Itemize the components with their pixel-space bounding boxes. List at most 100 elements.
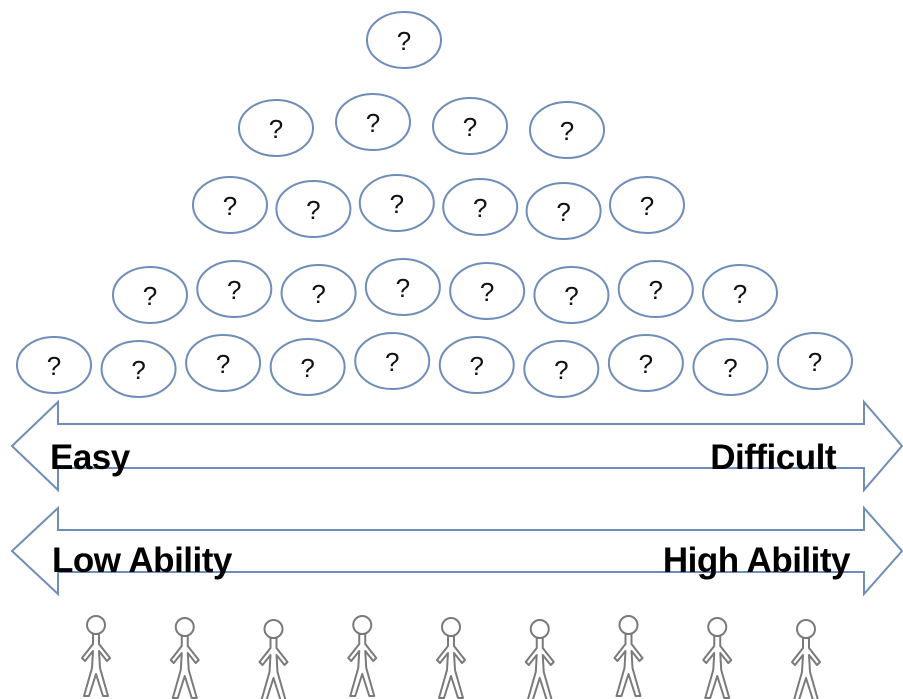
question-mark-text: ?: [723, 353, 737, 383]
question-item: ?: [607, 334, 684, 392]
person-head: [707, 617, 728, 637]
person-icon: [524, 619, 555, 699]
question-mark-text: ?: [396, 273, 410, 303]
question-item: ?: [112, 266, 188, 324]
question-item: ?: [692, 338, 769, 396]
question-item: ?: [335, 93, 411, 151]
person-body: [791, 637, 821, 699]
question-mark-text: ?: [470, 351, 484, 381]
question-item: ?: [432, 97, 508, 155]
question-item-bubble: [702, 264, 778, 322]
difficulty-left-label: Easy: [50, 438, 131, 477]
question-item-bubble: [358, 174, 435, 232]
question-item: ?: [523, 340, 600, 398]
question-mark-text: ?: [463, 112, 477, 142]
question-item: ?: [16, 336, 92, 394]
question-item: ?: [366, 11, 442, 69]
question-mark-text: ?: [311, 279, 325, 309]
ability-scale-arrow: Low Ability High Ability: [10, 505, 903, 597]
question-mark-text: ?: [473, 193, 487, 223]
question-mark-text: ?: [306, 195, 320, 225]
question-item: ?: [269, 338, 346, 396]
person-icon: [613, 615, 644, 697]
difficulty-double-arrow: [10, 399, 903, 493]
question-item-bubble: [523, 340, 600, 398]
question-mark-text: ?: [560, 116, 574, 146]
ability-right-label: High Ability: [663, 541, 851, 580]
question-item-bubble: [196, 260, 273, 318]
question-item: ?: [702, 264, 778, 322]
question-item-bubble: [777, 332, 853, 390]
person-icon: [347, 615, 378, 697]
question-item-bubble: [609, 176, 685, 234]
question-mark-text: ?: [480, 277, 494, 307]
question-item-bubble: [449, 262, 526, 320]
question-mark-text: ?: [733, 279, 747, 309]
person-body: [347, 633, 378, 697]
question-item-bubble: [442, 178, 519, 236]
question-mark-text: ?: [385, 347, 399, 377]
question-item-bubble: [280, 264, 357, 322]
person-icon: [436, 617, 466, 699]
ability-left-label: Low Ability: [52, 541, 233, 580]
person-head: [352, 615, 373, 635]
question-mark-text: ?: [269, 114, 283, 144]
question-item: ?: [280, 264, 357, 322]
difficulty-right-label: Difficult: [710, 438, 837, 477]
question-item: ?: [364, 258, 441, 316]
question-item: ?: [525, 182, 602, 240]
question-items-pyramid: ?????????????????????????????: [16, 11, 853, 398]
question-item-bubble: [525, 182, 602, 240]
question-item-bubble: [185, 334, 262, 392]
person-body: [702, 635, 733, 699]
question-mark-text: ?: [223, 191, 237, 221]
person-head: [529, 619, 550, 639]
person-body: [436, 635, 466, 699]
question-item: ?: [609, 176, 685, 234]
question-item-bubble: [432, 97, 508, 155]
question-item: ?: [533, 266, 610, 324]
person-body: [81, 633, 111, 697]
question-mark-text: ?: [564, 281, 578, 311]
person-icon: [791, 619, 821, 699]
question-mark-text: ?: [808, 347, 822, 377]
person-head: [441, 617, 461, 637]
person-head: [618, 615, 639, 635]
question-item-bubble: [335, 93, 411, 151]
question-item-bubble: [269, 338, 346, 396]
question-item: ?: [354, 332, 431, 390]
question-mark-text: ?: [216, 349, 230, 379]
question-item: ?: [449, 262, 526, 320]
question-item: ?: [442, 178, 519, 236]
person-head: [796, 619, 816, 639]
question-item-bubble: [364, 258, 441, 316]
question-mark-text: ?: [640, 191, 654, 221]
person-icon: [258, 619, 289, 699]
question-item-bubble: [100, 340, 177, 398]
question-mark-text: ?: [639, 349, 653, 379]
question-item-bubble: [366, 11, 442, 69]
ability-double-arrow: [10, 505, 903, 597]
question-item: ?: [192, 176, 268, 234]
question-item: ?: [100, 340, 177, 398]
question-mark-text: ?: [227, 275, 241, 305]
question-mark-text: ?: [300, 353, 314, 383]
person-icon: [702, 617, 733, 699]
question-item-bubble: [529, 101, 605, 159]
question-mark-text: ?: [556, 197, 570, 227]
person-head: [174, 617, 195, 637]
question-mark-text: ?: [397, 26, 411, 56]
person-head: [86, 615, 106, 635]
question-item: ?: [358, 174, 435, 232]
question-item-bubble: [275, 180, 352, 238]
question-item: ?: [196, 260, 273, 318]
question-mark-text: ?: [131, 355, 145, 385]
question-item: ?: [617, 260, 694, 318]
question-item: ?: [238, 99, 314, 157]
question-item-bubble: [617, 260, 694, 318]
question-item: ?: [529, 101, 605, 159]
question-mark-text: ?: [390, 189, 404, 219]
question-item-bubble: [192, 176, 268, 234]
question-item-bubble: [438, 336, 515, 394]
